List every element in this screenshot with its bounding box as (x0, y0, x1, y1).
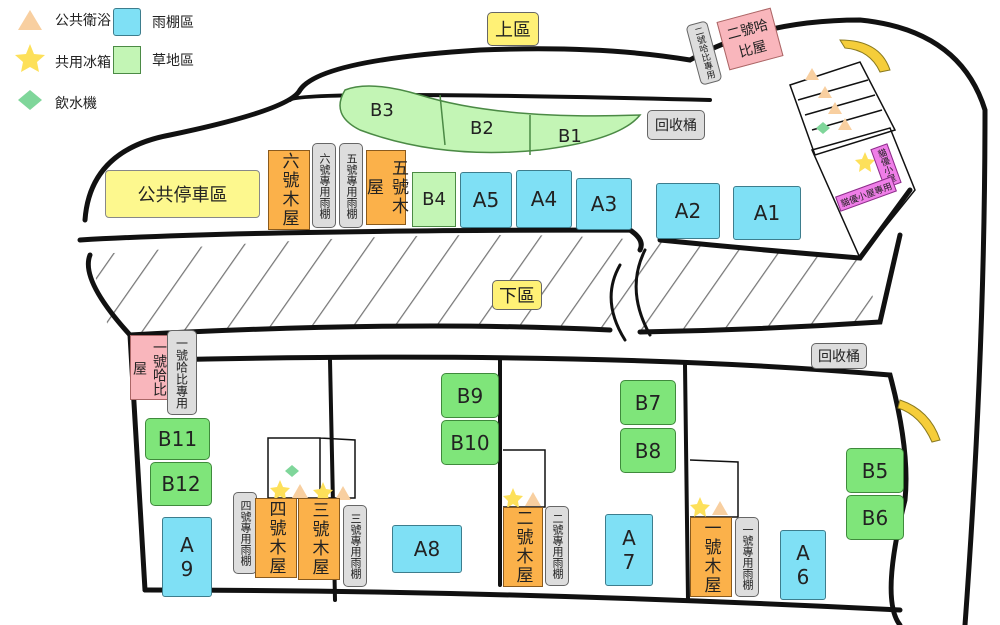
cabin-3[interactable]: 三號木屋 (298, 498, 340, 580)
site-b8[interactable]: B8 (620, 428, 676, 473)
site-b7[interactable]: B7 (620, 380, 676, 425)
legend-grass-swatch (113, 46, 141, 74)
site-b10[interactable]: B10 (441, 420, 499, 465)
site-b11[interactable]: B11 (145, 418, 210, 460)
grass-strip (339, 85, 642, 154)
legend-restroom: 公共衛浴 (55, 13, 111, 29)
cabin-4[interactable]: 四號木屋 (255, 498, 297, 578)
site-a2[interactable]: A2 (656, 183, 720, 239)
legend-grass: 草地區 (152, 53, 194, 69)
legend-canopy: 雨棚區 (152, 15, 194, 31)
cabin-5[interactable]: 五號木屋 (363, 150, 408, 225)
site-a3[interactable]: A3 (576, 178, 632, 230)
cabin-1[interactable]: 一號木屋 (690, 517, 732, 597)
hobbit-house-1[interactable]: 一號哈比屋 (130, 335, 168, 400)
site-b6[interactable]: B6 (846, 495, 904, 540)
site-a1[interactable]: A1 (733, 186, 801, 240)
site-a7[interactable]: A7 (605, 514, 653, 586)
canopy-1[interactable]: 一號專用雨棚 (735, 517, 759, 597)
canopy-5[interactable]: 五號專用雨棚 (339, 143, 363, 228)
legend-water: 飲水機 (55, 96, 97, 112)
amenity-icons (15, 10, 875, 517)
site-b9[interactable]: B9 (441, 373, 499, 418)
zone-upper: 上區 (487, 12, 539, 46)
canopy-4[interactable]: 四號專用雨棚 (233, 492, 257, 574)
site-a5[interactable]: A5 (460, 172, 512, 228)
legend-canopy-swatch (113, 8, 141, 36)
site-b4[interactable]: B4 (412, 172, 456, 227)
legend-fridge: 共用冰箱 (55, 55, 111, 71)
site-b12[interactable]: B12 (150, 462, 212, 506)
cabin-6[interactable]: 六號木屋 (268, 150, 310, 230)
site-b3[interactable]: B3 (370, 100, 394, 121)
recycle-bin-upper: 回收桶 (647, 110, 705, 140)
direction-arrow-icon (839, 39, 941, 443)
site-b2[interactable]: B2 (470, 118, 494, 139)
cabin-2[interactable]: 二號木屋 (503, 507, 543, 587)
hobbit-1-canopy[interactable]: 一號哈比專用 (167, 330, 197, 415)
site-a9[interactable]: A9 (162, 517, 212, 597)
canopy-2[interactable]: 二號專用雨棚 (545, 506, 569, 586)
canopy-6[interactable]: 六號專用雨棚 (312, 143, 336, 228)
site-a4[interactable]: A4 (516, 170, 572, 228)
road-hatched (90, 235, 880, 335)
site-b1[interactable]: B1 (558, 126, 582, 147)
site-a6[interactable]: A6 (780, 530, 826, 600)
recycle-bin-lower: 回收桶 (811, 343, 867, 369)
zone-lower: 下區 (492, 280, 542, 310)
site-b5[interactable]: B5 (846, 448, 904, 493)
site-a8[interactable]: A8 (392, 525, 462, 573)
canopy-3[interactable]: 三號專用雨棚 (343, 505, 367, 587)
parking-area: 公共停車區 (105, 170, 260, 218)
